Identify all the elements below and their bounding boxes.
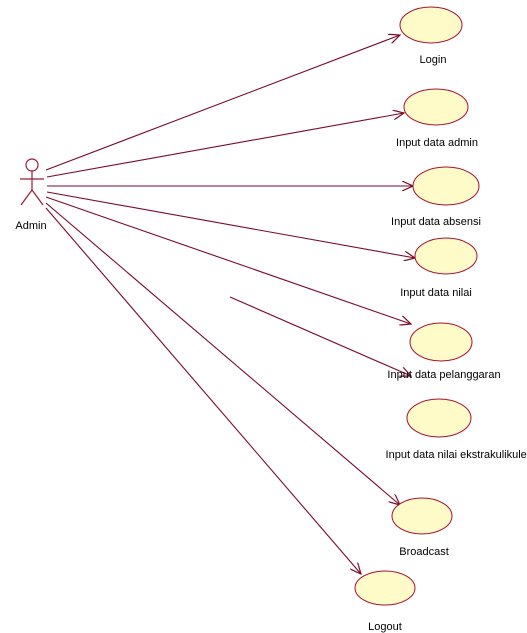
use-case-ellipse[interactable] (406, 398, 472, 438)
use-case-uc-login[interactable]: Login (399, 6, 463, 66)
use-case-ellipse[interactable] (391, 497, 453, 535)
use-case-label: Broadcast (399, 546, 449, 558)
use-case-uc-broadcast[interactable]: Broadcast (391, 497, 453, 558)
use-case-ellipse[interactable] (354, 570, 416, 606)
use-case-uc-logout[interactable]: Logout (354, 570, 416, 633)
use-case-label: Login (420, 54, 447, 66)
use-case-uc-input-nilai[interactable]: Input data nilai (400, 237, 478, 299)
use-case-uc-input-pelanggaran[interactable]: Input data pelanggaran (387, 322, 501, 381)
use-case-label: Logout (368, 621, 402, 633)
use-case-label: Input data nilai ekstrakulikuler (386, 449, 527, 461)
association-line-uc-input-nilai (46, 191, 415, 258)
actor-label: Admin (15, 220, 46, 232)
use-case-ellipse[interactable] (414, 237, 478, 275)
association-line-uc-broadcast (45, 202, 400, 505)
actor-head (25, 158, 39, 172)
use-case-ellipse[interactable] (409, 322, 473, 362)
association-line-uc-login (45, 35, 400, 171)
association-line-uc-input-admin (46, 113, 404, 178)
use-case-ellipse[interactable] (399, 6, 463, 44)
use-case-label: Input data nilai (400, 287, 472, 299)
use-case-ellipse[interactable] (412, 166, 480, 206)
use-case-label: Input data admin (396, 137, 478, 149)
use-case-uc-input-ekstra[interactable]: Input data nilai ekstrakulikuler (386, 398, 527, 461)
use-case-label: Input data pelanggaran (387, 369, 500, 381)
use-case-uc-input-absensi[interactable]: Input data absensi (391, 166, 481, 228)
use-case-ellipse[interactable] (403, 88, 469, 126)
association-line-uc-logout (45, 207, 361, 574)
actor-admin[interactable] (20, 158, 44, 206)
association-line-uc-input-ekstra (229, 296, 411, 376)
actor-left-leg (20, 189, 33, 206)
use-case-uc-input-admin[interactable]: Input data admin (396, 88, 478, 149)
actor-right-leg (31, 189, 44, 206)
association-line-uc-input-pelanggaran (45, 196, 411, 324)
use-case-label: Input data absensi (391, 216, 481, 228)
